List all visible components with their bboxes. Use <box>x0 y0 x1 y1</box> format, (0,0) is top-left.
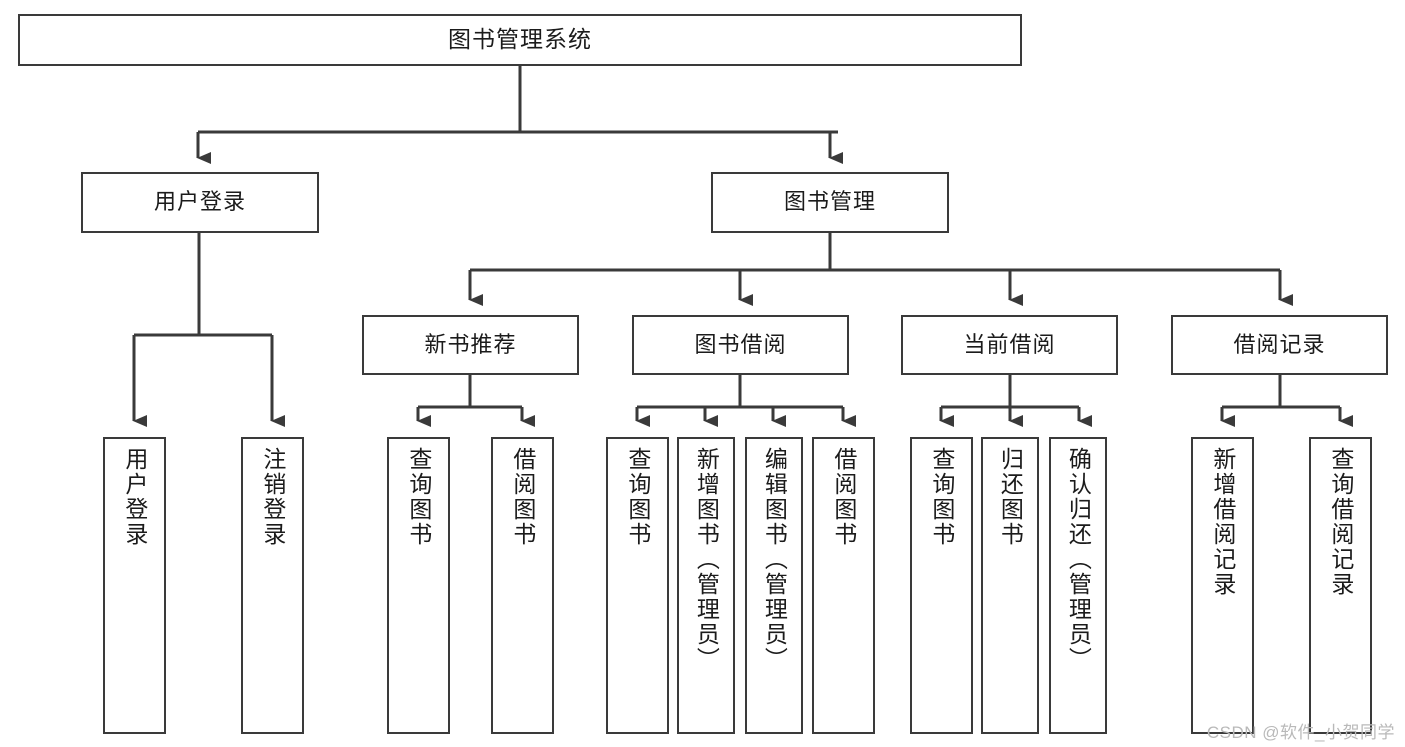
leaf-user-login[interactable]: 用户登录 <box>103 437 166 734</box>
leaf-logout[interactable]: 注销登录 <box>241 437 304 734</box>
node-label: 图书管理 <box>783 189 876 215</box>
node-book-borrow[interactable]: 图书借阅 <box>632 315 849 375</box>
node-root-system[interactable]: 图书管理系统 <box>18 14 1022 66</box>
leaf-confirm-return-admin[interactable]: 确认归还（管理员） <box>1049 437 1107 734</box>
node-label: 图书借阅 <box>694 331 787 357</box>
node-label: 查询图书 <box>624 447 651 547</box>
leaf-query-book-borrow[interactable]: 查询图书 <box>606 437 669 734</box>
leaf-return-book[interactable]: 归还图书 <box>981 437 1039 734</box>
leaf-query-book-current[interactable]: 查询图书 <box>910 437 973 734</box>
node-label: 新书推荐 <box>424 331 517 357</box>
node-label: 查询图书 <box>405 447 432 547</box>
node-label: 注销登录 <box>259 447 286 547</box>
node-label: 归还图书 <box>997 447 1024 547</box>
node-label: 新增图书（管理员） <box>693 447 720 672</box>
leaf-query-book-recommend[interactable]: 查询图书 <box>387 437 450 734</box>
node-label: 借阅图书 <box>830 447 857 547</box>
node-borrow-records[interactable]: 借阅记录 <box>1171 315 1388 375</box>
leaf-borrow-book-recommend[interactable]: 借阅图书 <box>491 437 554 734</box>
node-label: 用户登录 <box>153 189 246 215</box>
node-label: 查询图书 <box>928 447 955 547</box>
leaf-borrow-book[interactable]: 借阅图书 <box>812 437 875 734</box>
node-label: 借阅记录 <box>1233 331 1326 357</box>
node-label: 确认归还（管理员） <box>1065 447 1092 672</box>
node-label: 当前借阅 <box>963 331 1056 357</box>
leaf-add-book-admin[interactable]: 新增图书（管理员） <box>677 437 735 734</box>
node-user-login[interactable]: 用户登录 <box>81 172 319 233</box>
node-new-book-recommend[interactable]: 新书推荐 <box>362 315 579 375</box>
node-current-borrow[interactable]: 当前借阅 <box>901 315 1118 375</box>
leaf-edit-book-admin[interactable]: 编辑图书（管理员） <box>745 437 803 734</box>
node-label: 编辑图书（管理员） <box>761 447 788 672</box>
leaf-add-borrow-record[interactable]: 新增借阅记录 <box>1191 437 1254 734</box>
node-label: 图书管理系统 <box>448 26 592 53</box>
node-label: 借阅图书 <box>509 447 536 547</box>
node-label: 用户登录 <box>121 447 148 547</box>
node-label: 新增借阅记录 <box>1209 447 1236 597</box>
node-label: 查询借阅记录 <box>1327 447 1354 597</box>
leaf-query-borrow-record[interactable]: 查询借阅记录 <box>1309 437 1372 734</box>
node-book-management[interactable]: 图书管理 <box>711 172 949 233</box>
